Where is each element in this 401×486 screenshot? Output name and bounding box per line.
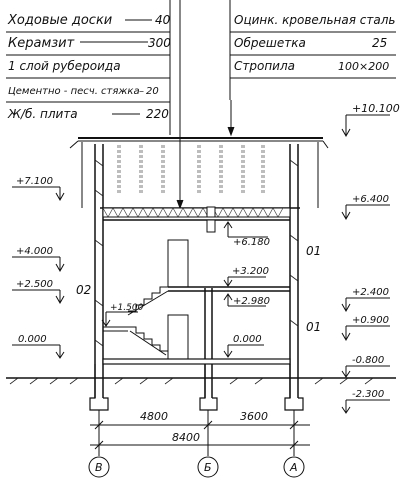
layer-name-roofing-felt: 1 слой рубероида — [8, 59, 121, 73]
layer-value-rafters: 100×200 — [338, 60, 389, 73]
dim-total: 8400 — [172, 431, 200, 444]
elev-ridge: +10.100 — [352, 102, 400, 115]
axis-a: А — [289, 461, 298, 474]
wall-hatch — [94, 159, 299, 347]
staircase — [103, 286, 169, 359]
elev-right-mid: +2.400 — [352, 287, 389, 298]
dimension-lines — [90, 410, 310, 456]
elev-landing-under: +2.980 — [233, 296, 270, 307]
landing-slab — [168, 286, 290, 292]
attic-slab — [102, 206, 291, 233]
elev-left-lower: +2.500 — [16, 279, 53, 290]
leader-arrows — [176, 0, 235, 210]
rafter-hatching — [117, 145, 265, 195]
axis-b: Б — [204, 461, 212, 474]
elev-ground: -0.800 — [352, 355, 384, 366]
elev-stair-landing: +1.500 — [110, 303, 144, 313]
elev-landing: +3.200 — [232, 266, 269, 277]
marker-left-wall: 02 — [76, 283, 91, 297]
layer-value-screed: 20 — [146, 86, 159, 97]
layer-value-screed-dash: – — [139, 86, 144, 97]
layer-value-rc-slab: 220 — [146, 107, 169, 121]
ground-floor-slab — [102, 358, 291, 365]
marker-right-lower: 01 — [306, 320, 321, 334]
elev-right-window: +0.900 — [352, 315, 389, 326]
ground-hatch — [9, 377, 374, 385]
walls — [94, 144, 299, 398]
layer-name-screed: Цементно - песч. стяжка — [8, 86, 140, 97]
doors — [167, 239, 189, 360]
dim-left-span: 4800 — [140, 410, 168, 423]
layer-name-rc-slab: Ж/б. плита — [7, 107, 78, 121]
marker-right-upper: 01 — [306, 244, 321, 258]
elev-left-upper: +7.100 — [16, 176, 53, 187]
layer-value-expanded-clay: 300 — [148, 36, 171, 50]
axis-markers — [88, 456, 305, 478]
layer-table-right — [229, 0, 396, 100]
elev-right-upper: +6.400 — [352, 194, 389, 205]
elev-left-mid: +4.000 — [16, 246, 53, 257]
layer-name-rafters: Стропила — [234, 59, 295, 73]
layer-name-expanded-clay: Керамзит — [8, 36, 75, 51]
layer-name-walking-boards: Ходовые доски — [7, 13, 112, 28]
layer-name-battens: Обрешетка — [234, 36, 306, 50]
layer-name-galvanized-steel: Оцинк. кровельная сталь — [234, 13, 395, 27]
dim-right-span: 3600 — [240, 410, 268, 423]
layer-value-walking-boards: 40 — [155, 13, 171, 27]
elev-foundation: -2.300 — [352, 389, 384, 400]
elevation-marks — [12, 114, 390, 414]
layer-table-left — [6, 0, 171, 135]
layer-value-battens: 25 — [372, 36, 387, 50]
elev-ceiling: +6.180 — [233, 237, 270, 248]
elev-floor: 0.000 — [233, 334, 262, 345]
axis-v: В — [95, 461, 103, 474]
elev-left-floor: 0.000 — [18, 334, 47, 345]
foundations — [89, 364, 304, 411]
